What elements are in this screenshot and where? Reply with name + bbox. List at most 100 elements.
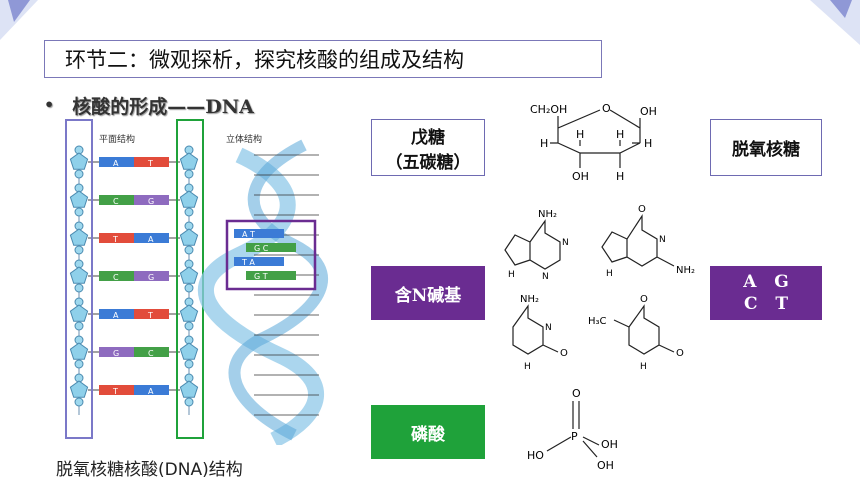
- ch2oh-label: CH₂OH: [530, 103, 567, 116]
- h-label-4: H: [616, 128, 624, 141]
- left-base-block: [99, 233, 134, 243]
- base-letter: T: [112, 387, 118, 396]
- phosphate-circle: [184, 321, 194, 331]
- base-letter: A: [148, 235, 154, 244]
- phosphate-circle: [74, 245, 84, 255]
- phosphate-circle: [74, 169, 84, 179]
- cytosine-h: H: [524, 362, 531, 372]
- helix-base-pair-label: A T: [242, 230, 255, 239]
- right-base-block: [134, 385, 169, 395]
- helix-base-pair: [246, 271, 296, 280]
- nitrogen-base-label: 含N碱基: [394, 285, 462, 306]
- base-letter: C: [113, 197, 119, 206]
- cytosine-o: O: [560, 348, 568, 359]
- guanine-nh2: NH₂: [676, 265, 695, 276]
- base-letter: G: [148, 197, 154, 206]
- base-letter: T: [147, 311, 153, 320]
- guanine-n: N: [659, 235, 666, 245]
- right-base-block: [134, 157, 169, 167]
- thymine-h: H: [640, 362, 647, 372]
- helix-base-pair-label: T A: [241, 258, 255, 267]
- phosphoric-acid-structure: O P HO OH OH: [527, 387, 618, 472]
- cytosine-n: N: [545, 323, 552, 333]
- thymine-structure: O H₃C O H: [588, 294, 684, 372]
- slide-title: 环节二：微观探析，探究核酸的组成及结构: [44, 40, 602, 78]
- phosphate-circle: [184, 169, 194, 179]
- deoxyribose-name: 脱氧核糖: [732, 140, 800, 160]
- guanine-structure: O NH₂ N H: [601, 204, 695, 279]
- right-base-block: [134, 309, 169, 319]
- deoxyribose-name-box: 脱氧核糖: [710, 119, 822, 176]
- adenine-n1: N: [562, 238, 569, 248]
- phosphate-oh-1: OH: [601, 438, 618, 451]
- adenine-structure: NH₂ N N H: [504, 209, 569, 282]
- deoxyribose-pentagon: [69, 190, 89, 208]
- left-base-block: [99, 309, 134, 319]
- h-label-5: H: [616, 170, 624, 183]
- base-letter: C: [148, 349, 154, 358]
- deoxyribose-pentagon: [179, 152, 199, 170]
- bases-line1: A G: [743, 272, 789, 292]
- base-letter: G: [113, 349, 119, 358]
- right-base-block: [134, 347, 169, 357]
- phosphate-o: O: [572, 387, 581, 400]
- oh-label-top: OH: [640, 105, 657, 118]
- bullet-dot: •: [44, 95, 55, 114]
- helix-base-pair: [246, 243, 296, 252]
- base-letter: A: [113, 159, 119, 168]
- figure-caption: 脱氧核糖核酸(DNA)结构: [56, 460, 243, 480]
- h-label-2: H: [644, 137, 652, 150]
- deoxyribose-structure: CH₂OH OH O H H H H OH H: [530, 102, 657, 183]
- pentose-label-line2: （五碳糖）: [385, 152, 471, 173]
- deoxyribose-pentagon: [69, 152, 89, 170]
- nitrogen-base-box: 含N碱基: [371, 266, 485, 320]
- spatial-structure-label: 立体结构: [226, 133, 262, 145]
- guanine-o: O: [638, 204, 646, 215]
- base-letter: C: [113, 273, 119, 282]
- phosphate-circle: [74, 321, 84, 331]
- adenine-nh2: NH₂: [538, 209, 557, 220]
- h-label-1: H: [540, 137, 548, 150]
- deoxyribose-pentagon: [69, 304, 89, 322]
- thymine-o-top: O: [640, 294, 648, 305]
- left-base-block: [99, 385, 134, 395]
- left-base-block: [99, 347, 134, 357]
- helix-base-pair-label: G T: [254, 272, 268, 281]
- base-letter: T: [147, 159, 153, 168]
- base-letter: A: [148, 387, 154, 396]
- guanine-h: H: [606, 269, 613, 279]
- phosphate-p: P: [571, 430, 578, 443]
- cytosine-structure: NH₂ O N H: [512, 294, 568, 372]
- corner-decoration-right: [810, 0, 860, 45]
- phosphate-circle: [74, 207, 84, 217]
- base-letter: G: [148, 273, 154, 282]
- phosphate-circle: [184, 397, 194, 407]
- base-letter: A: [113, 311, 119, 320]
- phosphate-ho: HO: [527, 449, 544, 462]
- left-base-block: [99, 157, 134, 167]
- phosphate-box: 磷酸: [371, 405, 485, 459]
- left-base-block: [99, 195, 134, 205]
- h-label-3: H: [576, 128, 584, 141]
- deoxyribose-pentagon: [179, 190, 199, 208]
- helix-base-pair-label: G C: [254, 244, 269, 253]
- phosphate-label: 磷酸: [411, 424, 445, 445]
- right-base-block: [134, 271, 169, 281]
- helix-base-pair: [234, 229, 284, 238]
- phosphate-circle: [184, 283, 194, 293]
- planar-structure-label: 平面结构: [99, 133, 135, 145]
- deoxyribose-pentagon: [69, 266, 89, 284]
- helix-base-pair: [234, 257, 284, 266]
- right-base-block: [134, 195, 169, 205]
- deoxyribose-pentagon: [179, 380, 199, 398]
- left-base-block: [99, 271, 134, 281]
- pentose-label-line1: 戊糖: [411, 127, 445, 148]
- helix-highlight-box: [225, 219, 317, 291]
- adenine-h: H: [508, 270, 515, 280]
- pentose-label-box: 戊糖 （五碳糖）: [371, 119, 485, 176]
- phosphate-circle: [74, 359, 84, 369]
- thymine-h3c: H₃C: [588, 316, 607, 327]
- deoxyribose-pentagon: [69, 380, 89, 398]
- phosphate-circle: [74, 283, 84, 293]
